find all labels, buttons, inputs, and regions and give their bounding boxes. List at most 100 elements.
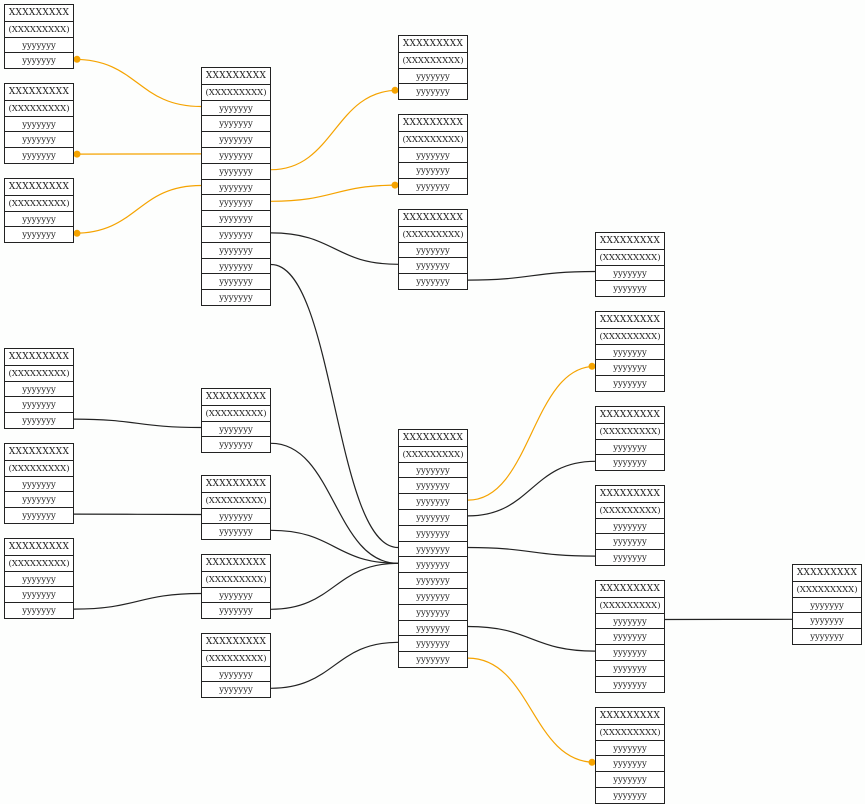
table-title: XXXXXXXXX — [205, 71, 267, 81]
table-field: yyyyyyy — [596, 755, 664, 771]
table-title: XXXXXXXXX — [8, 182, 70, 192]
edge-endpoint-dot-icon — [588, 758, 596, 766]
table-field: yyyyyyy — [5, 380, 73, 397]
edge-H-O — [270, 442, 399, 564]
table-subtitle: (XXXXXXXXX) — [399, 51, 467, 68]
table-field: yyyyyyy — [399, 273, 467, 289]
table-field: yyyyyyy — [596, 533, 664, 549]
table-subtitle: (XXXXXXXXX) — [5, 194, 73, 211]
edge-G-M — [270, 184, 399, 202]
table-field: yyyyyyy — [399, 572, 467, 588]
table-field: yyyyyyy — [596, 264, 664, 281]
table-field: yyyyyyy — [399, 461, 467, 478]
table-field: yyyyyyy — [202, 257, 270, 274]
table-field: yyyyyyy — [596, 739, 664, 756]
table-subtitle: (XXXXXXXXX) — [596, 327, 664, 344]
table-subtitle: (XXXXXXXXX) — [399, 225, 467, 242]
table-field: yyyyyyy — [399, 67, 467, 84]
table-title: XXXXXXXXX — [8, 87, 70, 97]
table-field: yyyyyyy — [399, 635, 467, 651]
table-field: yyyyyyy — [202, 146, 270, 163]
edge-J-O — [270, 562, 399, 610]
table-subtitle: (XXXXXXXXX) — [202, 491, 270, 508]
table-field: yyyyyyy — [399, 587, 467, 604]
table-field: yyyyyyy — [596, 549, 664, 565]
table-title: XXXXXXXXX — [8, 352, 70, 362]
table-field: yyyyyyy — [399, 508, 467, 525]
table-title: XXXXXXXXX — [402, 39, 464, 49]
table-field: yyyyyyy — [5, 210, 73, 227]
table-field: yyyyyyy — [202, 210, 270, 226]
edge-N-P — [467, 270, 596, 281]
table-field: yyyyyyy — [399, 241, 467, 258]
table-field: yyyyyyy — [399, 651, 467, 667]
table-title: XXXXXXXXX — [599, 410, 661, 420]
table-field: yyyyyyy — [5, 52, 73, 68]
edge-endpoint-dot-icon — [73, 229, 81, 237]
table-field: yyyyyyy — [399, 524, 467, 541]
table-field: yyyyyyy — [399, 83, 467, 99]
table-field: yyyyyyy — [5, 570, 73, 587]
table-field: yyyyyyy — [596, 786, 664, 803]
table-title: XXXXXXXXX — [599, 584, 661, 594]
table-field: yyyyyyy — [5, 602, 73, 618]
edge-endpoint-dot-icon — [588, 362, 596, 370]
edge-endpoint-dot-icon — [391, 181, 399, 189]
table-title: XXXXXXXXX — [402, 118, 464, 128]
table-field: yyyyyyy — [5, 507, 73, 523]
table-subtitle: (XXXXXXXXX) — [596, 723, 664, 740]
table-field: yyyyyyy — [202, 162, 270, 179]
edge-endpoint-dot-icon — [73, 55, 81, 63]
table-field: yyyyyyy — [399, 603, 467, 620]
edge-G-L — [270, 89, 399, 171]
table-field: yyyyyyy — [399, 619, 467, 636]
table-field: yyyyyyy — [596, 517, 664, 534]
table-subtitle: (XXXXXXXXX) — [596, 248, 664, 265]
table-subtitle: (XXXXXXXXX) — [399, 445, 467, 462]
table-field: yyyyyyy — [596, 280, 664, 296]
table-title: XXXXXXXXX — [205, 392, 267, 402]
edge-I-O — [270, 529, 399, 564]
table-field: yyyyyyy — [5, 115, 73, 132]
table-title: XXXXXXXXX — [796, 568, 858, 578]
table-field: yyyyyyy — [5, 586, 73, 602]
table-field: yyyyyyy — [399, 477, 467, 493]
table-field: yyyyyyy — [399, 146, 467, 163]
table-field: yyyyyyy — [202, 273, 270, 289]
edge-K-O — [270, 641, 399, 689]
table-subtitle: (XXXXXXXXX) — [5, 20, 73, 37]
table-field: yyyyyyy — [202, 507, 270, 524]
table-field: yyyyyyy — [793, 628, 861, 644]
table-subtitle: (XXXXXXXXX) — [399, 130, 467, 147]
table-field: yyyyyyy — [202, 289, 270, 305]
edge-O-Q — [467, 365, 596, 501]
table-field: yyyyyyy — [202, 602, 270, 618]
table-title: XXXXXXXXX — [205, 558, 267, 568]
table-field: yyyyyyy — [596, 343, 664, 360]
table-field: yyyyyyy — [596, 454, 664, 470]
table-subtitle: (XXXXXXXXX) — [202, 83, 270, 100]
table-subtitle: (XXXXXXXXX) — [793, 580, 861, 597]
